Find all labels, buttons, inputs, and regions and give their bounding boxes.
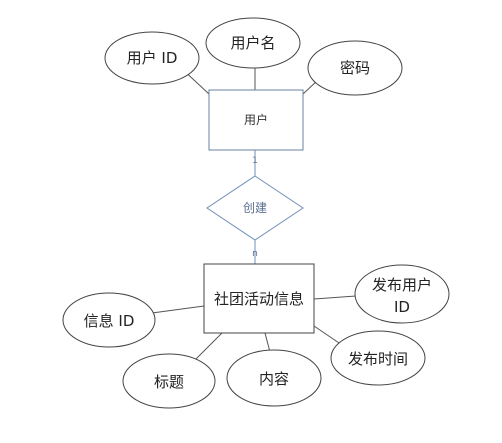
- attr-password-label: 密码: [340, 59, 370, 77]
- attr-username-label: 用户名: [230, 34, 275, 52]
- attr-title-label: 标题: [154, 373, 184, 391]
- attr-title: [122, 353, 216, 409]
- entity-activity-label: 社团活动信息: [214, 290, 304, 308]
- edge-title-activity: [191, 332, 223, 364]
- attr-info-id: [62, 292, 156, 348]
- relationship-create: [206, 175, 304, 241]
- attr-content: [226, 349, 322, 407]
- edge-publisher-activity: [313, 295, 357, 300]
- attr-user-id: [104, 31, 200, 85]
- entity-user: [208, 89, 304, 151]
- cardinality-activity-side: n: [252, 249, 258, 259]
- attr-password: [307, 40, 403, 96]
- attr-user-id-label: 用户 ID: [127, 49, 178, 67]
- entity-activity: [203, 263, 315, 334]
- relationship-create-label: 创建: [243, 201, 267, 215]
- entity-user-label: 用户: [244, 112, 268, 127]
- attr-publisher-id: [354, 264, 450, 324]
- attr-publisher-id-label-line1: 发布用户: [372, 276, 432, 294]
- attr-content-label: 内容: [259, 370, 289, 388]
- edge-infoid-activity: [151, 305, 205, 314]
- attr-publisher-id-label-line2: ID: [394, 298, 410, 316]
- attr-publish-time: [330, 330, 426, 386]
- attr-username: [205, 17, 301, 69]
- attr-publish-time-label: 发布时间: [348, 350, 408, 368]
- cardinality-user-side: 1: [252, 156, 258, 166]
- edge-content-activity: [264, 332, 271, 353]
- attr-info-id-label: 信息 ID: [84, 312, 135, 330]
